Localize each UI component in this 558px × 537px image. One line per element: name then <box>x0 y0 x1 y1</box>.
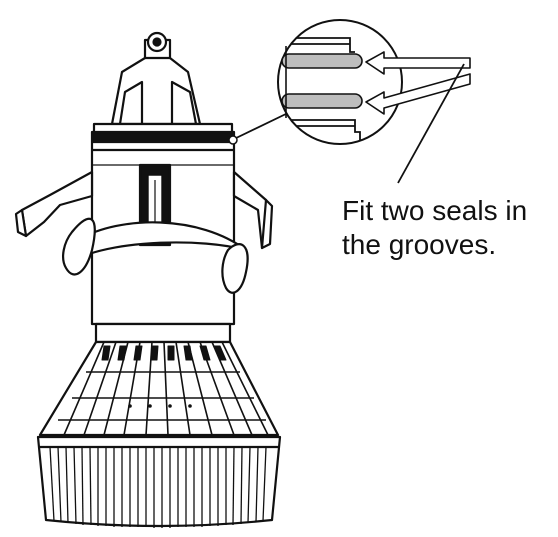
top-cap <box>110 31 202 126</box>
leader-line <box>397 63 465 184</box>
callout-origin-dot <box>228 135 238 145</box>
neck <box>94 322 232 344</box>
seal-instruction-caption: Fit two seals in the grooves. <box>342 194 558 262</box>
top-ring-band <box>90 130 236 144</box>
seal-upper <box>281 53 363 69</box>
grate <box>38 340 280 437</box>
handle-bar <box>62 217 249 294</box>
caption-line-1: Fit two seals in <box>342 195 528 226</box>
caption-line-2: the grooves. <box>342 229 497 260</box>
pointer-arrow-lower <box>365 73 471 115</box>
ribbed-base <box>36 435 282 528</box>
device-body <box>14 31 282 528</box>
seal-lower <box>281 93 363 109</box>
callout-connector <box>231 111 291 141</box>
side-brackets <box>14 170 274 250</box>
pointer-arrow-upper <box>365 51 471 75</box>
detail-magnifier <box>277 19 403 145</box>
